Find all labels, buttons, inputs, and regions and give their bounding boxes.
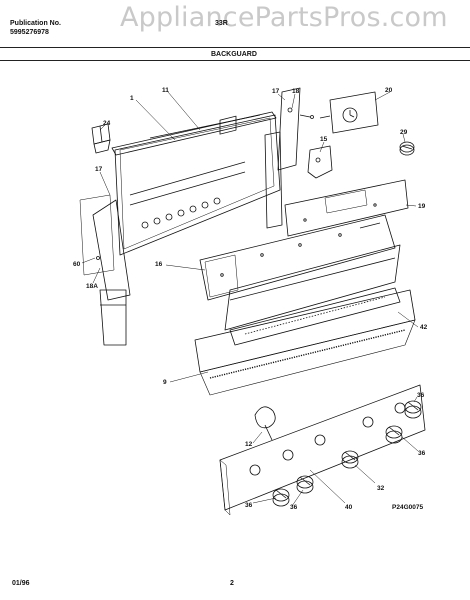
knob-2 (296, 475, 314, 494)
mounting-bracket (307, 145, 333, 179)
leader-lines (81, 91, 419, 507)
callout-12: 12 (245, 441, 253, 448)
manifold-panel (194, 289, 416, 396)
callout-19: 19 (418, 203, 426, 210)
knob-5 (404, 400, 422, 419)
left-end-cap (79, 194, 131, 346)
callout-40: 40 (345, 504, 353, 511)
panel-shelf (224, 244, 401, 331)
callout-29: 29 (400, 129, 408, 136)
rear-panel (114, 114, 281, 256)
callout-9: 9 (163, 379, 167, 386)
drawing-code: P24G0075 (392, 504, 423, 511)
callout-11: 11 (162, 87, 169, 94)
knob-1 (272, 488, 290, 507)
callout-36-right: 36 (418, 450, 426, 457)
clock-timer (319, 91, 379, 134)
callout-17-top: 17 (272, 88, 280, 95)
watermark-logo: AppliancePartsPros.com (120, 2, 448, 33)
callout-42: 42 (420, 324, 428, 331)
control-panel-front (199, 214, 396, 301)
callout-32: 32 (377, 485, 385, 492)
header-rule-bottom (0, 60, 470, 61)
burner-knobs (272, 400, 422, 507)
callout-16: 16 (155, 261, 163, 268)
callout-60: 60 (73, 261, 81, 268)
footer-date: 01/96 (12, 580, 30, 587)
callout-labels: 1 11 17 18 20 24 29 15 17 19 16 60 18A 4… (73, 87, 428, 511)
vent-trim (229, 287, 401, 346)
callout-36-left: 36 (245, 502, 253, 509)
model-number: 33R (215, 20, 228, 27)
gas-valve (254, 406, 276, 441)
manifold-cover (219, 384, 426, 516)
callout-18-top: 18 (292, 88, 300, 95)
publication-number: 5995276978 (10, 29, 49, 36)
clock-knob (399, 141, 415, 156)
header-rule-top (0, 47, 470, 48)
callout-36-mid: 36 (290, 504, 298, 511)
right-end-cap (264, 87, 314, 229)
top-trim (111, 111, 277, 156)
section-title: BACKGUARD (211, 51, 257, 58)
callout-18a: 18A (86, 283, 98, 290)
rocker-switch (91, 123, 111, 154)
callout-20: 20 (385, 87, 393, 94)
callout-24: 24 (103, 120, 111, 127)
callout-36-right-top: 36 (417, 392, 425, 399)
knob-3 (341, 450, 359, 469)
callout-1: 1 (130, 95, 134, 102)
callout-17-left: 17 (95, 166, 103, 173)
control-glass (284, 179, 409, 237)
footer-page-number: 2 (230, 580, 234, 587)
publication-label: Publication No. (10, 20, 61, 27)
callout-15: 15 (320, 136, 328, 143)
